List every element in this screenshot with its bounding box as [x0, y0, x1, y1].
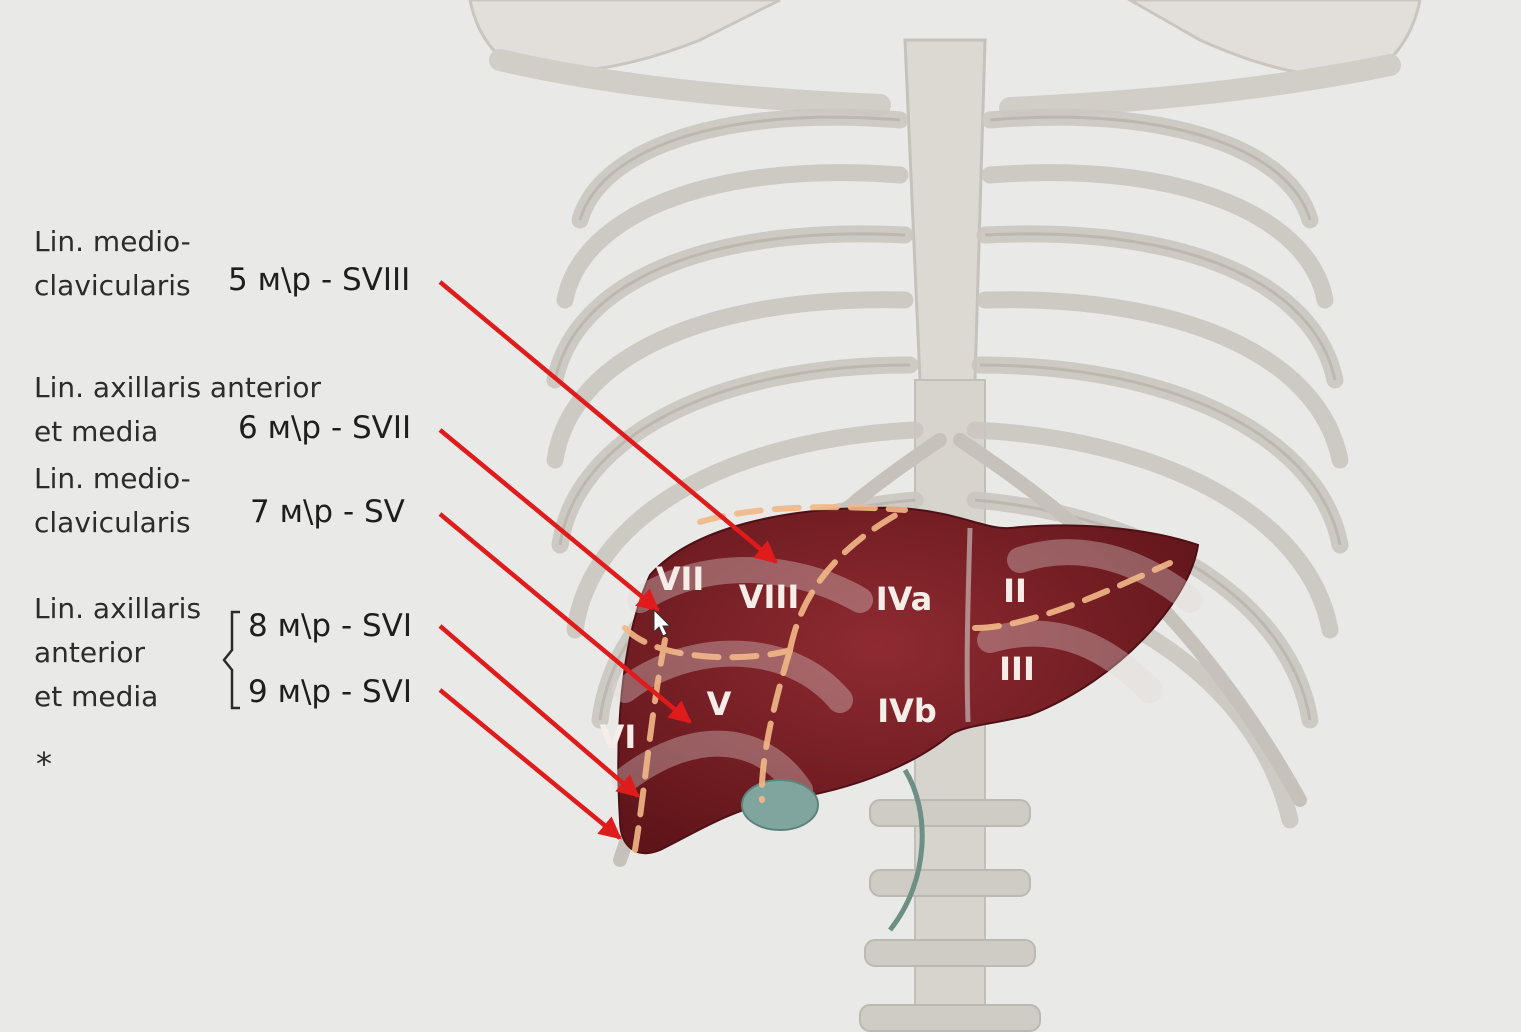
- arrow-8: [438, 624, 640, 798]
- label-line: clavicularis: [34, 506, 191, 539]
- label-line: Lin. axillaris anterior: [34, 371, 321, 404]
- level-5-label: 5 м\р - SVIII: [228, 262, 411, 298]
- label-line: Lin. axillaris: [34, 592, 202, 625]
- projection-arrows: [438, 280, 778, 840]
- label-lin-axillaris-2: Lin. axillaris anterior et media: [34, 587, 201, 719]
- level-9-label: 9 м\р - SVI: [248, 674, 413, 710]
- asterisk: *: [36, 745, 52, 783]
- label-line: Lin. medio-: [34, 462, 191, 495]
- label-line: clavicularis: [34, 269, 191, 302]
- gallbladder: [741, 779, 819, 831]
- segment-label-ii: II: [1003, 572, 1027, 610]
- segment-label-vii: VII: [656, 560, 705, 598]
- arrow-7: [438, 512, 692, 724]
- segment-boundaries: [622, 504, 1173, 853]
- segment-label-viii: VIII: [739, 578, 799, 616]
- label-line: et media: [34, 680, 159, 713]
- segment-label-ivb: IVb: [877, 692, 937, 730]
- level-6-label: 6 м\р - SVII: [238, 410, 412, 446]
- segment-label-iii: III: [999, 650, 1035, 688]
- label-lin-medioclavicularis-1: Lin. medio- clavicularis: [34, 220, 191, 308]
- label-lin-medioclavicularis-2: Lin. medio- clavicularis: [34, 457, 191, 545]
- arrow-9: [438, 688, 622, 840]
- arrow-5: [438, 280, 778, 564]
- bracket: [222, 610, 240, 710]
- level-8-label: 8 м\р - SVI: [248, 608, 413, 644]
- label-line: et media: [34, 415, 159, 448]
- arrow-6: [438, 428, 660, 612]
- segment-label-iva: IVa: [876, 580, 933, 618]
- label-lin-axillaris-1: Lin. axillaris anterior et media: [34, 366, 321, 454]
- label-line: Lin. medio-: [34, 225, 191, 258]
- label-line: anterior: [34, 636, 146, 669]
- segment-label-v: V: [707, 685, 732, 723]
- cursor-icon: [653, 608, 672, 637]
- level-7-label: 7 м\р - SV: [250, 494, 405, 530]
- segment-label-vi: VI: [600, 718, 637, 756]
